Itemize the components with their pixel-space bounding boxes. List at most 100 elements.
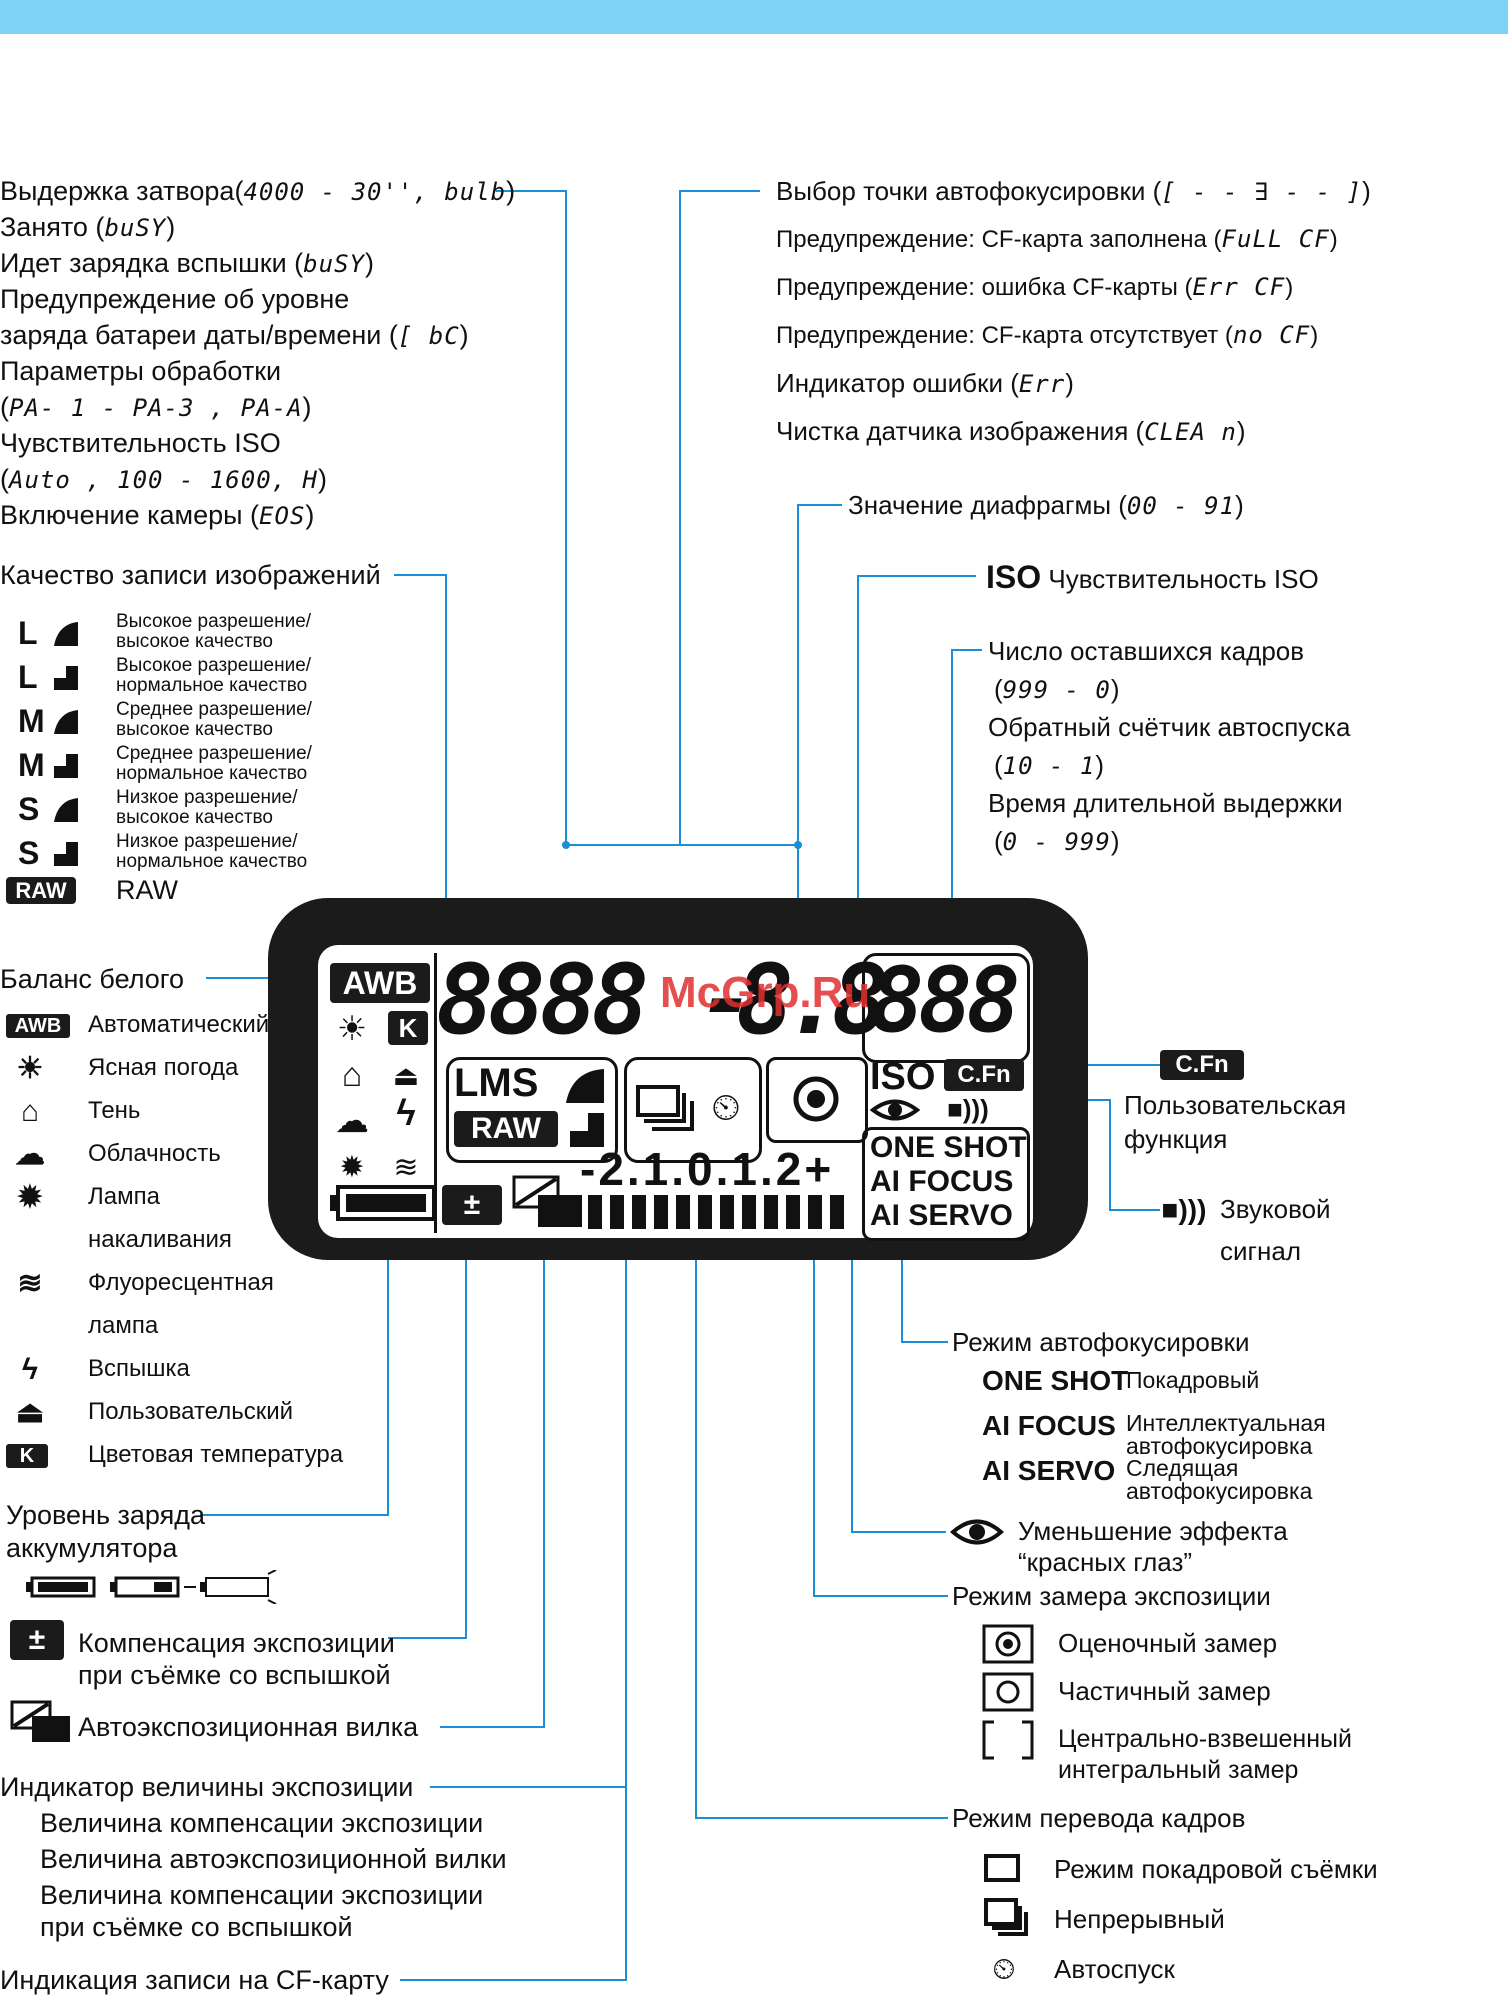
lcd-sun-icon: ☀ (336, 1010, 368, 1048)
af-mode-code: ONE SHOT (982, 1365, 1129, 1396)
quality-item-text: Низкое разрешение/ нормальное качество (116, 831, 308, 872)
sun-icon: ☀ (16, 1052, 44, 1085)
flash-comp-label: Компенсация экспозиции (78, 1628, 395, 1658)
quality-item-text: Высокое разрешение/ нормальное качество (116, 655, 312, 696)
shots-code: (999 - 0) (994, 674, 1120, 704)
self-timer-icon: ⏲ (992, 1953, 1016, 1986)
lcd-flash-icon: ϟ (396, 1092, 416, 1133)
beep-label: Звуковой (1220, 1194, 1331, 1224)
normal-quality-icon (54, 842, 78, 866)
battery-warn-label-2: заряда батареи даты/времени ([ bC) (0, 320, 469, 350)
processing-label: Параметры обработки (0, 356, 282, 386)
lcd-shade-icon: ⌂ (341, 1055, 363, 1094)
lcd-beep-icon: ■))) (947, 1093, 989, 1124)
lcd-battery-icon (330, 1185, 436, 1221)
normal-quality-icon (54, 666, 78, 690)
lcd-metering-icon (793, 1076, 839, 1122)
lcd-dash: - (698, 944, 756, 1056)
selftimer-code: (10 - 1) (994, 750, 1105, 780)
shade-icon: ⌂ (20, 1095, 40, 1128)
aeb-icon (10, 1700, 70, 1742)
metering-evaluative: Оценочный замер (1058, 1628, 1278, 1658)
wb-item-text: Цветовая температура (88, 1441, 344, 1468)
lcd-tungsten-icon: ✹ (339, 1150, 365, 1184)
selftimer-label: Обратный счётчик автоспуска (988, 712, 1351, 742)
lcd-flash-comp-icon: ± (442, 1185, 502, 1225)
watermark: McGrp.Ru (660, 968, 871, 1017)
af-mode-text: Следящая автофокусировка (1126, 1455, 1313, 1504)
wb-item: ✹Лампа (0, 1178, 360, 1220)
cfn-label-2: функция (1124, 1124, 1228, 1154)
wb-title: Баланс белого (0, 964, 185, 994)
wb-item-text: накаливания (88, 1226, 232, 1253)
lcd-raw: RAW (454, 1111, 558, 1147)
lcd-iso: ISO (870, 1056, 936, 1098)
wb-item: накаливания (0, 1221, 360, 1263)
lcd-ai-servo: AI SERVO (870, 1199, 1013, 1232)
wb-item: ☀ Ясная погода (0, 1049, 360, 1091)
wb-item-text: лампа (88, 1312, 159, 1339)
iso-right-label: ISO Чувствительность ISO (986, 559, 1319, 595)
bulb-code: (0 - 999) (994, 826, 1120, 856)
wb-item-text: Автоматический (88, 1011, 270, 1038)
quality-icon: S (18, 791, 40, 827)
af-mode-text: Покадровый (1126, 1367, 1260, 1393)
clean-label: Чистка датчика изображения (CLEA n) (776, 416, 1246, 446)
lcd-quality-box (446, 1057, 618, 1163)
drive-title: Режим перевода кадров (952, 1803, 1246, 1833)
wb-item-text: Ясная погода (88, 1054, 239, 1081)
top-band (0, 0, 1508, 34)
wb-item-text: Облачность (88, 1140, 221, 1167)
cf-full-label: Предупреждение: CF-карта заполнена (FuLL… (776, 225, 1338, 253)
lcd-lms: LMS (454, 1061, 539, 1105)
wb-item: ☁ Облачность (0, 1135, 360, 1177)
exposure-line-3: Величина компенсации экспозиции (40, 1880, 484, 1910)
processing-codes: (PA- 1 - PA-3 , PA-A) (0, 392, 312, 422)
cf-write-label: Индикация записи на CF-карту (0, 1965, 389, 1995)
raw-icon: RAW (6, 877, 76, 904)
drive-single: Режим покадровой съёмки (1054, 1854, 1378, 1884)
cfn-icon: C.Fn (1160, 1050, 1244, 1080)
lcd-af-box (862, 1127, 1030, 1241)
cloud-icon: ☁ (15, 1138, 45, 1171)
wb-item: ⏏Пользовательский (0, 1393, 360, 1435)
error-label: Индикатор ошибки (Err) (776, 368, 1074, 398)
flash-comp-label-2: при съёмке со вспышкой (78, 1660, 391, 1690)
lcd-normal-icon (570, 1113, 604, 1147)
power-label: Включение камеры (EOS) (0, 500, 315, 530)
exposure-line-4: при съёмке со вспышкой (40, 1912, 353, 1942)
wb-item-text: Лампа (88, 1183, 160, 1210)
af-mode-code: AI SERVO (982, 1455, 1116, 1486)
lcd-cfn: C.Fn (944, 1059, 1024, 1091)
aperture-label: Значение диафрагмы (00 - 91) (848, 490, 1244, 520)
lcd-ai-focus: AI FOCUS (870, 1165, 1014, 1198)
metering-center: Центрально-взвешенный интегральный замер (1058, 1725, 1352, 1784)
lcd-custom-wb-icon: ⏏ (392, 1059, 420, 1091)
lcd-fine-icon (566, 1069, 604, 1103)
awb-icon: AWB (6, 1014, 70, 1038)
quality-icon: M (18, 747, 45, 783)
iso-label: Чувствительность ISO (0, 428, 281, 458)
af-mode-title: Режим автофокусировки (952, 1327, 1250, 1357)
lcd-main-digits: 8888 (436, 944, 649, 1056)
beep-icon: ■))) (1161, 1194, 1207, 1225)
shots-label: Число оставшихся кадров (988, 636, 1305, 666)
lcd-metering-box (766, 1057, 868, 1143)
bulb-label: Время длительной выдержки (988, 788, 1343, 818)
aeb-label: Автоэкспозиционная вилка (78, 1712, 419, 1742)
exposure-title: Индикатор величины экспозиции (0, 1772, 414, 1802)
fluorescent-icon: ≋ (17, 1267, 43, 1300)
flash-icon: ϟ (22, 1353, 38, 1386)
quality-icon: L (18, 615, 38, 651)
lcd-eye-icon (870, 1099, 920, 1121)
drive-continuous: Непрерывный (1054, 1904, 1225, 1934)
metering-title: Режим замера экспозиции (952, 1581, 1271, 1611)
busy-label: Занято (buSY) (0, 212, 176, 242)
quality-icon: S (18, 835, 40, 871)
battery-title: Уровень заряда (6, 1500, 206, 1530)
quality-title: Качество записи изображений (0, 560, 381, 590)
